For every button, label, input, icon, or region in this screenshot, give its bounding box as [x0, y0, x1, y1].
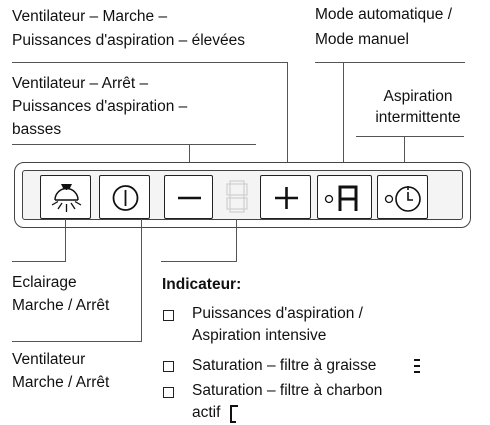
light-icon — [51, 184, 82, 212]
interval-button[interactable] — [377, 175, 428, 219]
plus-button[interactable] — [260, 175, 311, 219]
label-fan-power-line2: Marche / Arrêt — [12, 374, 110, 391]
timer-icon — [384, 186, 421, 212]
label-fan-on-line1: Ventilateur – Marche – — [12, 8, 168, 25]
leader-indicator-horizontal — [161, 261, 237, 262]
label-interval-line1: Aspiration — [383, 88, 453, 105]
leader-fan-off-vertical — [189, 144, 190, 177]
indicator-item-1-line2: Aspiration intensive — [192, 327, 327, 344]
indicator-item-1-line1: Puissances d'aspiration / — [192, 305, 363, 322]
leader-light-vertical — [65, 219, 66, 261]
label-interval-line2: intermittente — [375, 109, 461, 126]
label-light-line1: Eclairage — [12, 274, 77, 291]
leader-light-horizontal — [12, 261, 66, 262]
label-mode-line2: Mode manuel — [315, 31, 409, 48]
charcoal-filter-segment-icon — [230, 405, 238, 423]
label-fan-on-line2: Puissances d'aspiration – élevées — [12, 32, 246, 49]
leader-fan-on-horizontal — [12, 62, 288, 63]
label-fan-off-line3: basses — [12, 121, 62, 138]
leader-mode-horizontal — [315, 62, 465, 63]
minus-icon — [178, 196, 201, 200]
minus-button[interactable] — [164, 175, 213, 219]
checkbox-bullet-3 — [163, 387, 174, 398]
label-fan-off-line1: Ventilateur – Arrêt – — [12, 75, 149, 92]
leader-power-vertical — [141, 219, 142, 341]
leader-interval-horizontal — [356, 136, 464, 137]
indicator-item-3-line2: actif — [192, 404, 221, 421]
indicator-title: Indicateur: — [162, 276, 242, 293]
mode-display-icon — [324, 185, 358, 211]
grease-filter-segment-icon — [414, 359, 420, 373]
power-icon — [112, 185, 139, 211]
mode-button[interactable] — [317, 175, 372, 219]
leader-fan-on-vertical — [287, 62, 288, 177]
label-fan-off-line2: Puissances d'aspiration – — [12, 98, 188, 115]
leader-interval-vertical — [404, 136, 405, 177]
light-button[interactable] — [40, 175, 91, 219]
plus-icon — [275, 187, 298, 209]
checkbox-bullet-2 — [163, 361, 174, 372]
leader-indicator-vertical — [236, 219, 237, 261]
indicator-item-3-line1: Saturation – filtre à charbon — [192, 382, 383, 399]
indicator-item-2-line1: Saturation – filtre à graisse — [192, 357, 377, 374]
power-button[interactable] — [99, 175, 150, 219]
leader-fan-off-horizontal — [12, 144, 256, 145]
label-mode-line1: Mode automatique / — [315, 6, 453, 23]
segment-display-icon — [226, 180, 248, 213]
leader-mode-vertical — [343, 62, 344, 177]
leader-power-horizontal — [12, 341, 142, 342]
label-fan-power-line1: Ventilateur — [12, 351, 86, 368]
label-light-line2: Marche / Arrêt — [12, 297, 110, 314]
checkbox-bullet-1 — [163, 310, 174, 321]
